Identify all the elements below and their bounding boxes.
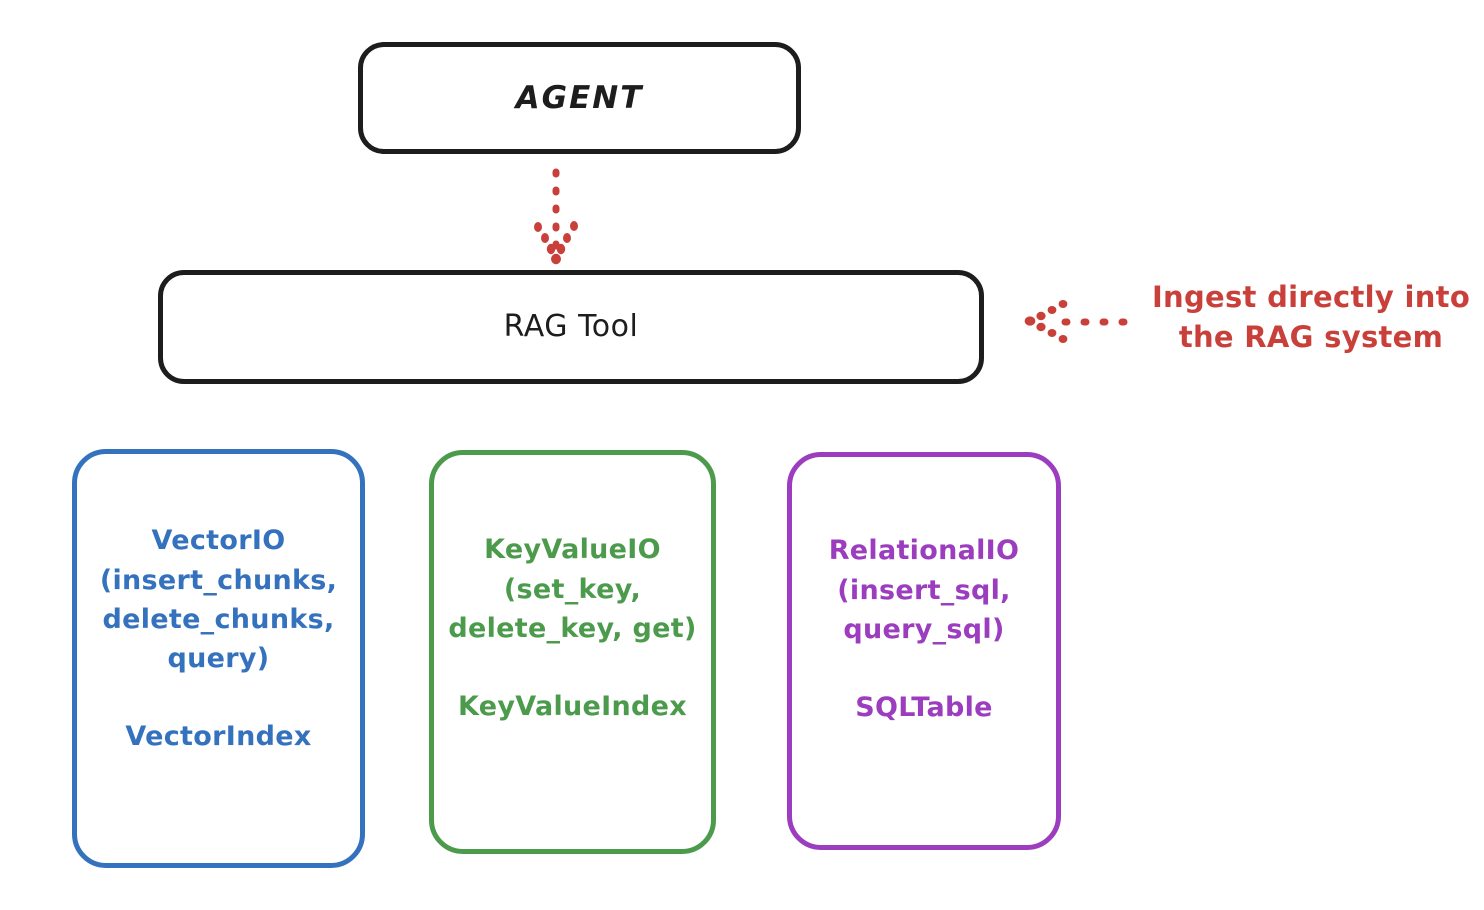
arrow-ingest-to-rag-tool — [1024, 300, 1128, 343]
agent-node-label: AGENT — [515, 79, 644, 116]
relational-io-node[interactable]: RelationalIO (insert_sql, query_sql) SQL… — [787, 452, 1061, 850]
ingest-annotation-text: Ingest directly into the RAG system — [1151, 280, 1471, 355]
relational-io-api-label: RelationalIO (insert_sql, query_sql) — [828, 535, 1020, 646]
key-value-io-api-label: KeyValueIO (set_key, delete_key, get) — [448, 534, 697, 645]
vector-io-index-label: VectorIndex — [125, 720, 312, 752]
vector-io-api-label: VectorIO (insert_chunks, delete_chunks, … — [99, 525, 338, 675]
rag-tool-node-label: RAG Tool — [503, 308, 639, 344]
rag-tool-node[interactable]: RAG Tool — [158, 270, 984, 384]
vector-io-text-stack: VectorIO (insert_chunks, delete_chunks, … — [100, 521, 337, 752]
agent-node[interactable]: AGENT — [358, 42, 801, 154]
key-value-io-index-label: KeyValueIndex — [457, 690, 687, 722]
vector-io-node[interactable]: VectorIO (insert_chunks, delete_chunks, … — [72, 449, 365, 868]
relational-io-text-stack: RelationalIO (insert_sql, query_sql) SQL… — [829, 531, 1020, 722]
arrow-agent-to-rag-tool — [534, 168, 578, 265]
key-value-io-text-stack: KeyValueIO (set_key, delete_key, get) Ke… — [448, 530, 696, 721]
relational-io-index-label: SQLTable — [855, 691, 993, 723]
key-value-io-node[interactable]: KeyValueIO (set_key, delete_key, get) Ke… — [429, 450, 716, 854]
